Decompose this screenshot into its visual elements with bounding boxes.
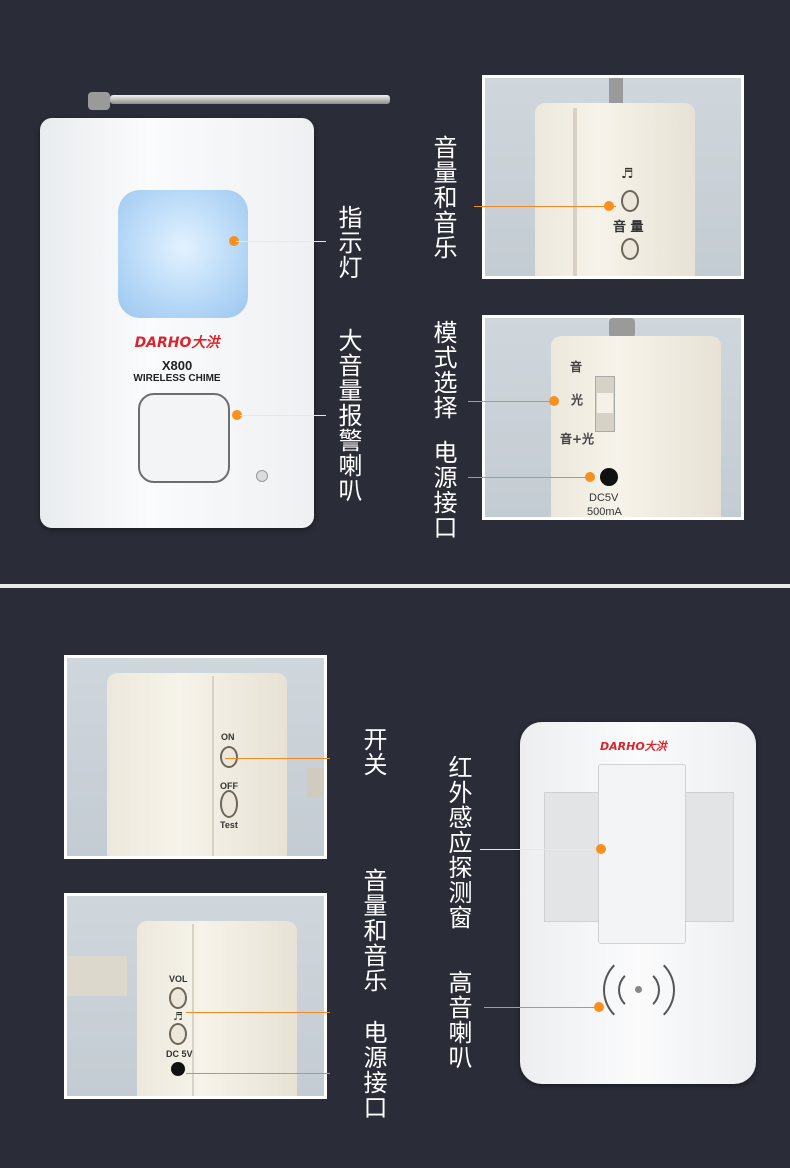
label-power-port-2: 电源接口 [359,1020,387,1120]
test-text: Test [220,820,238,830]
vol-text: VOL [169,974,188,984]
callout-dot [594,1002,604,1012]
dc-text: DC 5V [166,1049,193,1059]
music-icon: ♬ [621,166,634,182]
photo-volume-side: ♬ 音 量 [482,75,744,279]
model-number: X800 [161,358,193,373]
mode-light-text: 光 [571,393,584,407]
product-name: WIRELESS CHIME [133,373,221,384]
volume-button[interactable] [169,987,187,1009]
callout-dot [596,844,606,854]
chime-antenna [88,92,390,110]
callout-dot [604,201,614,211]
speaker-grille [138,393,230,483]
mode-sound-text: 音 [570,360,583,374]
photo-volume-side-2: VOL ♬ DC 5V [64,893,327,1099]
mounting-bracket [598,764,686,944]
label-indicator: 指示灯 [334,205,362,280]
label-mode-select: 模式选择 [429,320,457,420]
speaker-waves-icon [603,954,675,1026]
dc-jack [600,468,618,486]
photo-switch-side: ON OFF Test [64,655,327,859]
dc-text: DC5V [589,492,619,504]
callout-dot [229,236,239,246]
indicator-light [118,190,248,318]
off-text: OFF [220,781,238,791]
callout-dot [549,396,559,406]
mode-slide-switch[interactable] [595,376,615,432]
label-pir-window: 红外感应探测窗 [444,755,472,930]
callout-dot [232,410,242,420]
pir-sensor-device: DARHO大洪 [520,722,756,1084]
label-tweeter: 高音喇叭 [444,970,472,1070]
label-loud-speaker: 大音量报警喇叭 [334,328,362,503]
test-button[interactable] [220,790,238,818]
volume-text: 音 量 [613,220,644,235]
photo-mode-side: 音 光 音+光 DC5V 500mA [482,315,744,520]
label-volume-music: 音量和音乐 [429,135,457,260]
status-led [256,470,268,482]
brand-logo: DARHO大洪 [134,335,220,351]
callout-dot [585,472,595,482]
current-text: 500mA [587,506,622,518]
label-volume-music-2: 音量和音乐 [359,868,387,993]
sensor-brand-logo: DARHO大洪 [600,740,667,753]
music-button[interactable] [169,1023,187,1045]
label-power-port: 电源接口 [429,440,457,540]
power-button[interactable] [220,746,238,768]
mode-both-text: 音+光 [560,432,595,446]
dc-jack [171,1062,185,1076]
music-icon: ♬ [173,1010,183,1023]
label-switch: 开关 [359,727,387,777]
chime-device: DARHO大洪 X800 WIRELESS CHIME [40,118,314,528]
on-text: ON [221,732,235,742]
section-divider [0,584,790,588]
